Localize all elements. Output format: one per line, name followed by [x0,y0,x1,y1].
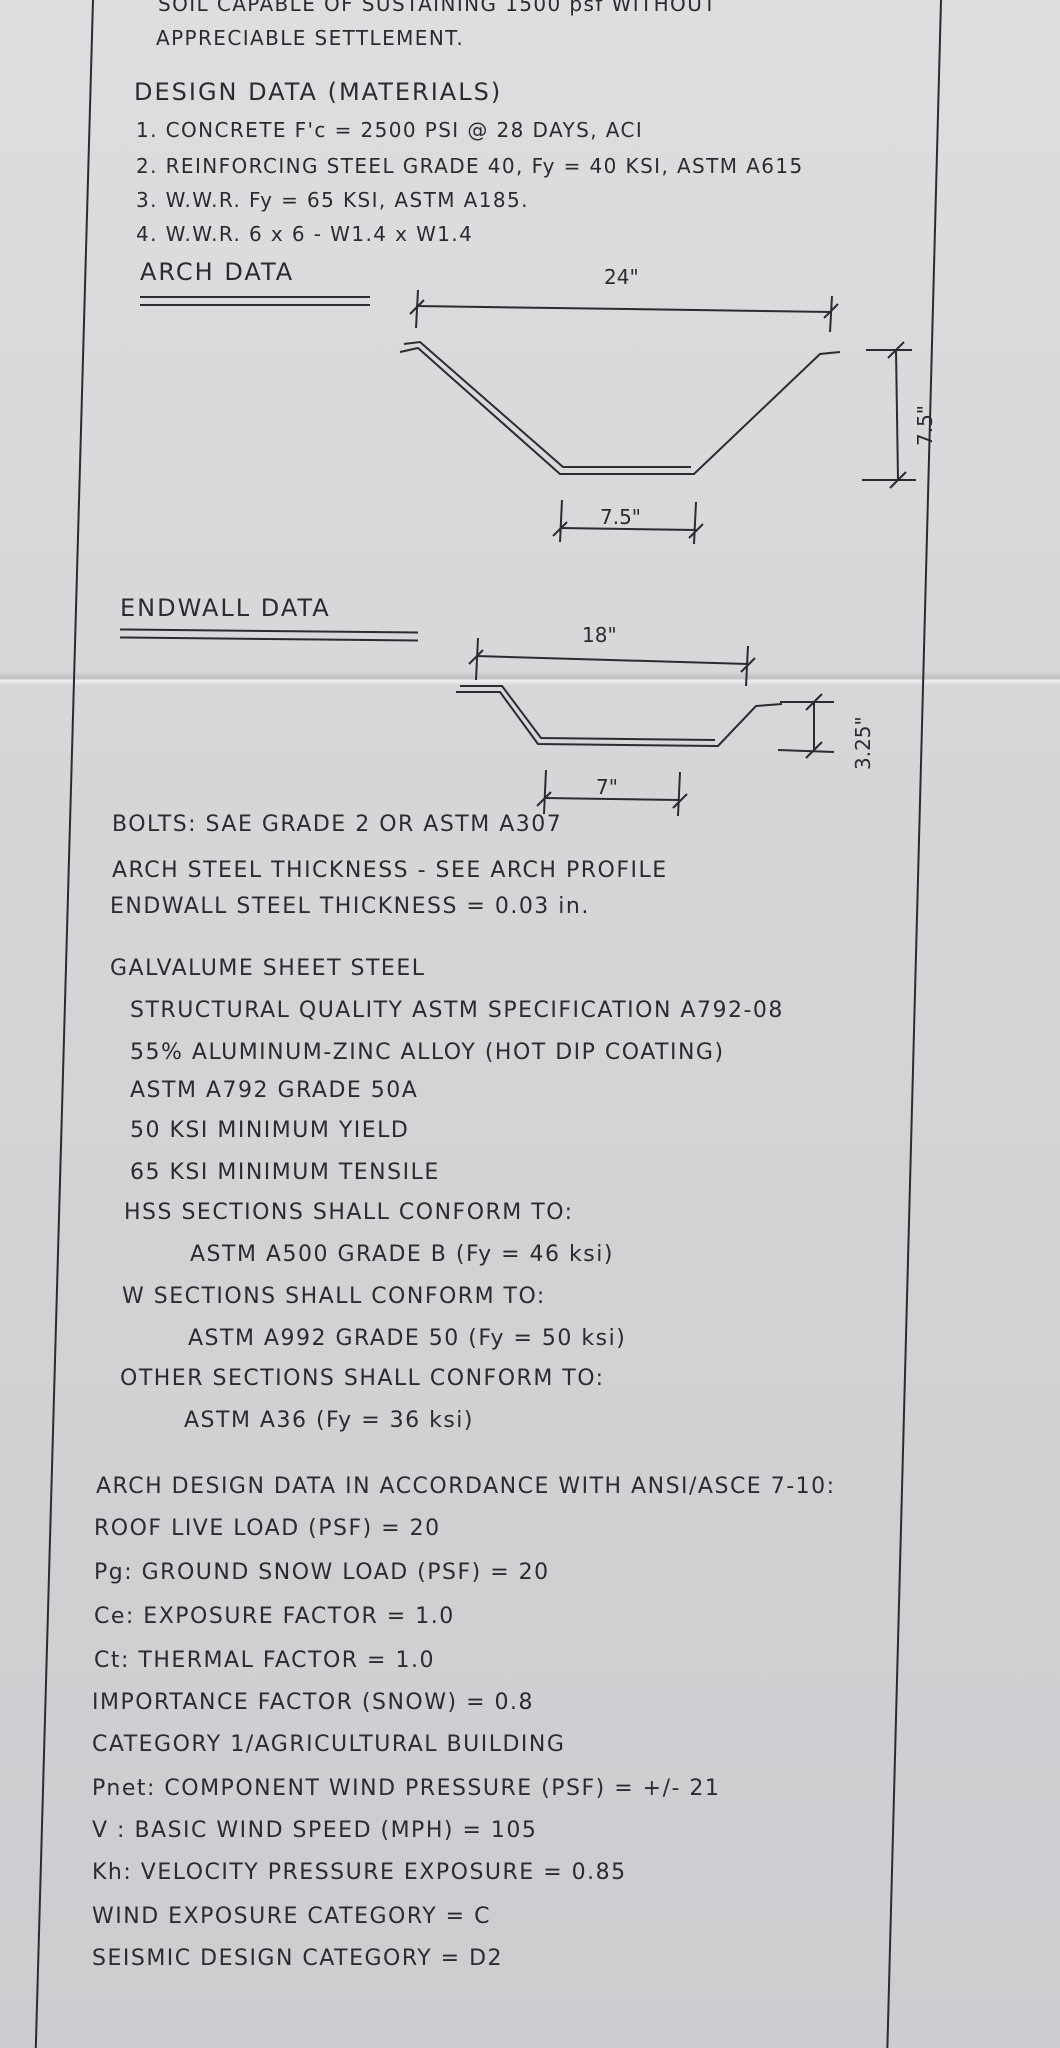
arch-thickness-spec: ARCH STEEL THICKNESS - SEE ARCH PROFILE [112,858,668,883]
galvalume-item-2: 55% ALUMINUM-ZINC ALLOY (HOT DIP COATING… [130,1040,725,1065]
materials-title: DESIGN DATA (MATERIALS) [134,78,503,106]
design-item-9: Kh: VELOCITY PRESSURE EXPOSURE = 0.85 [92,1860,627,1885]
design-item-11: SEISMIC DESIGN CATEGORY = D2 [92,1946,504,1971]
arch-title-underline [140,296,370,306]
galvalume-item-4: 50 KSI MINIMUM YIELD [130,1118,410,1143]
materials-item-2: 2. REINFORCING STEEL GRADE 40, Fy = 40 K… [136,154,804,178]
endwall-profile [456,691,783,748]
galvalume-title: GALVALUME SHEET STEEL [110,956,426,981]
endwall-data-title: ENDWALL DATA [120,594,331,622]
endwall-width-dim-line [475,655,749,665]
design-item-2: Pg: GROUND SNOW LOAD (PSF) = 20 [94,1560,550,1585]
paper-fold [0,672,1060,686]
arch-bottom-dim-line [559,527,697,531]
w-spec: ASTM A992 GRADE 50 (Fy = 50 ksi) [188,1326,627,1351]
galvalume-item-5: 65 KSI MINIMUM TENSILE [130,1160,440,1185]
design-item-3: Ce: EXPOSURE FACTOR = 1.0 [94,1604,455,1629]
endwall-bottom-label: 7" [596,775,618,799]
galvalume-item-3: ASTM A792 GRADE 50A [130,1078,419,1103]
bolts-spec: BOLTS: SAE GRADE 2 OR ASTM A307 [112,812,563,837]
endwall-bottom-dim-line [543,797,681,801]
arch-profile-inner [403,340,691,468]
design-item-5: IMPORTANCE FACTOR (SNOW) = 0.8 [92,1690,534,1715]
header-line-1: SOIL CAPABLE OF SUSTAINING 1500 psf WITH… [158,0,717,16]
other-spec: ASTM A36 (Fy = 36 ksi) [184,1408,475,1433]
w-sections: W SECTIONS SHALL CONFORM TO: [122,1284,546,1309]
header-line-2: APPRECIABLE SETTLEMENT. [156,26,465,50]
endwall-height-label: 3.25" [851,716,875,770]
materials-item-4: 4. W.W.R. 6 x 6 - W1.4 x W1.4 [136,222,474,246]
design-item-10: WIND EXPOSURE CATEGORY = C [92,1904,491,1929]
arch-width-dim-line [415,305,833,313]
endwall-profile-inner [460,685,716,741]
hss-spec: ASTM A500 GRADE B (Fy = 46 ksi) [190,1242,614,1267]
materials-item-1: 1. CONCRETE F'c = 2500 PSI @ 28 DAYS, AC… [136,118,644,142]
arch-height-label: 7.5" [913,405,937,446]
arch-data-title: ARCH DATA [140,258,295,286]
galvalume-item-1: STRUCTURAL QUALITY ASTM SPECIFICATION A7… [130,998,784,1023]
design-item-8: V : BASIC WIND SPEED (MPH) = 105 [92,1818,538,1843]
arch-profile [399,346,841,475]
endwall-thickness-spec: ENDWALL STEEL THICKNESS = 0.03 in. [110,894,590,919]
design-title: ARCH DESIGN DATA IN ACCORDANCE WITH ANSI… [96,1474,836,1499]
other-sections: OTHER SECTIONS SHALL CONFORM TO: [120,1366,605,1391]
design-item-1: ROOF LIVE LOAD (PSF) = 20 [94,1516,441,1541]
arch-height-dim-line [895,349,899,481]
endwall-width-label: 18" [582,623,617,647]
design-item-6: CATEGORY 1/AGRICULTURAL BUILDING [92,1732,566,1757]
arch-bottom-label: 7.5" [600,505,641,529]
design-item-7: Pnet: COMPONENT WIND PRESSURE (PSF) = +/… [92,1776,721,1801]
hss-sections: HSS SECTIONS SHALL CONFORM TO: [124,1200,574,1225]
design-item-4: Ct: THERMAL FACTOR = 1.0 [94,1648,435,1673]
materials-item-3: 3. W.W.R. Fy = 65 KSI, ASTM A185. [136,188,529,212]
arch-width-label: 24" [604,265,639,289]
